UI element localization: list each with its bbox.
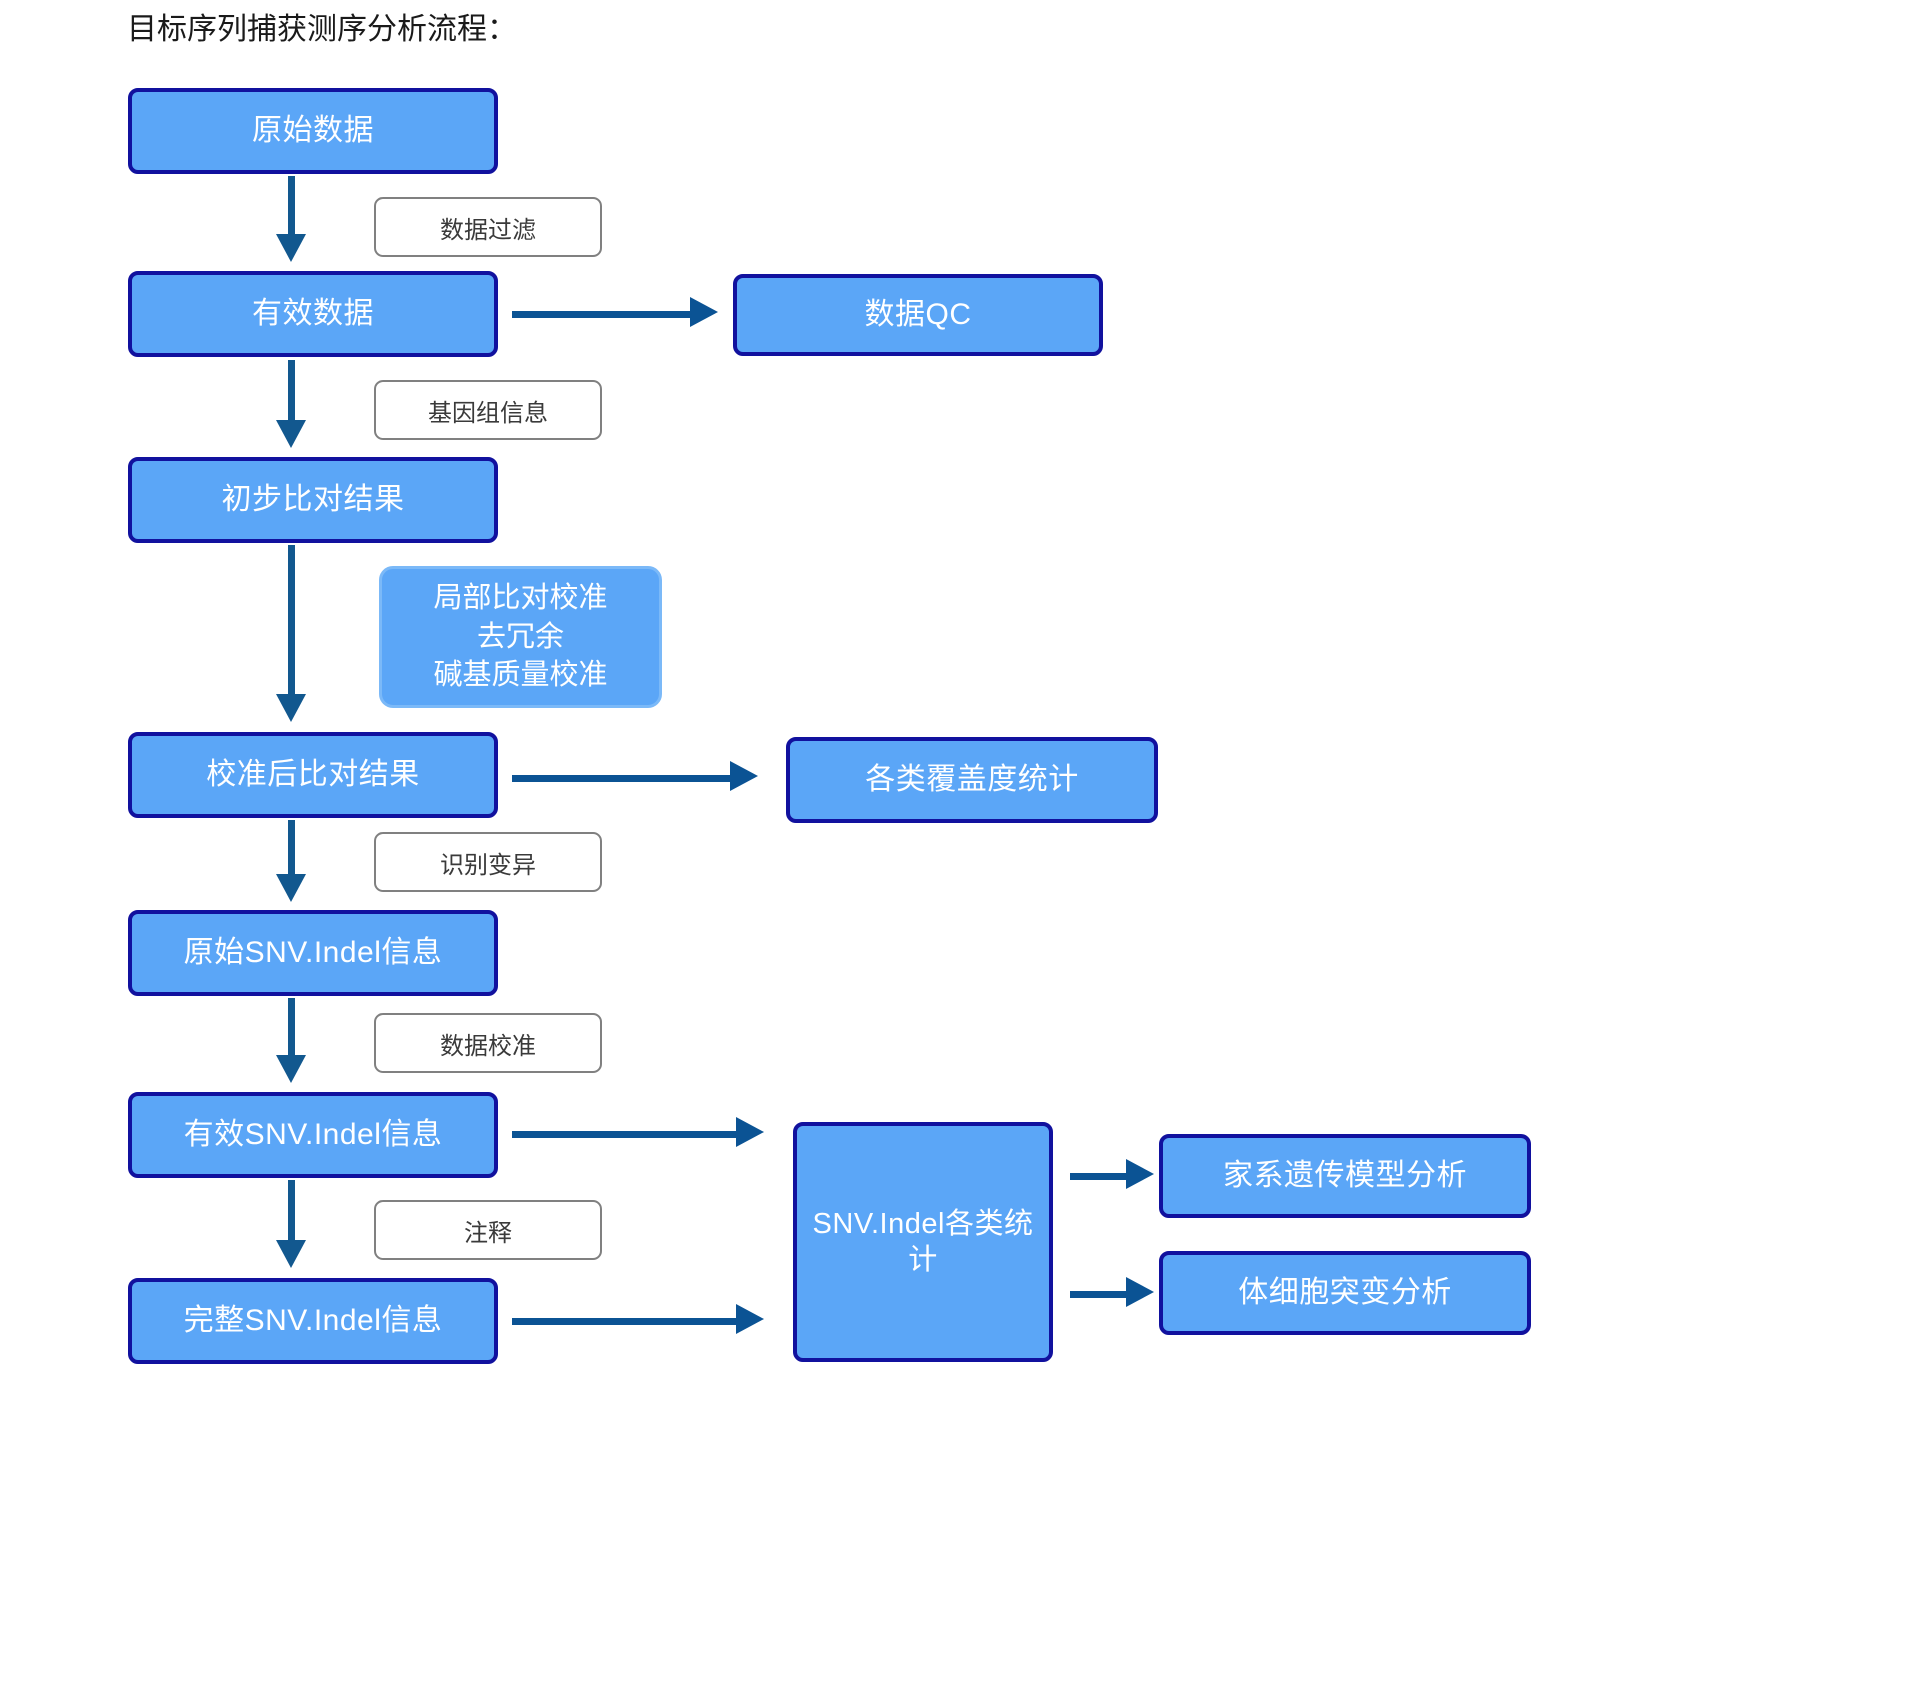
connector-rawsnv-to-validsnv-line [288,998,295,1058]
connector-raw-to-valid-line [288,176,295,236]
connector-raw-to-valid-arrow [276,234,306,262]
node-raw-snv-indel[interactable]: 原始SNV.Indel信息 [128,910,498,996]
node-initial-alignment[interactable]: 初步比对结果 [128,457,498,543]
node-raw-data[interactable]: 原始数据 [128,88,498,174]
connector-stats-to-somatic-arrow [1126,1277,1154,1307]
node-coverage-stats[interactable]: 各类覆盖度统计 [786,737,1158,823]
connector-valid-to-qc-arrow [690,297,718,327]
page-title: 目标序列捕获测序分析流程： [127,13,517,46]
connector-initial-to-calibrated-line [288,545,295,697]
edge-label-annotation: 注释 [374,1200,602,1260]
connector-initial-to-calibrated-arrow [276,694,306,722]
node-valid-snv-indel[interactable]: 有效SNV.Indel信息 [128,1092,498,1178]
calibration-note-line-3: 碱基质量校准 [433,659,608,692]
connector-rawsnv-to-validsnv-arrow [276,1055,306,1083]
connector-stats-to-somatic-line [1070,1291,1128,1298]
connector-stats-to-pedigree-arrow [1126,1159,1154,1189]
connector-calibrated-to-rawsnv-line [288,820,295,878]
connector-completesnv-to-stats-line [512,1318,738,1325]
calibration-note-line-2: 去冗余 [476,620,564,653]
node-data-qc[interactable]: 数据QC [733,274,1103,356]
node-snv-indel-stats[interactable]: SNV.Indel各类统计 [793,1122,1053,1362]
node-somatic-analysis[interactable]: 体细胞突变分析 [1159,1251,1531,1335]
node-calibrated-alignment[interactable]: 校准后比对结果 [128,732,498,818]
node-pedigree-analysis[interactable]: 家系遗传模型分析 [1159,1134,1531,1218]
connector-validsnv-to-stats-arrow [736,1117,764,1147]
connector-calibrated-to-coverage-line [512,775,732,782]
edge-label-genome-info: 基因组信息 [374,380,602,440]
calibration-note-line-1: 局部比对校准 [433,582,608,615]
connector-validsnv-to-completesnv-arrow [276,1240,306,1268]
edge-label-variant-calling: 识别变异 [374,832,602,892]
edge-label-data-calibration: 数据校准 [374,1013,602,1073]
connector-validsnv-to-stats-line [512,1131,738,1138]
node-complete-snv-indel[interactable]: 完整SNV.Indel信息 [128,1278,498,1364]
connector-valid-to-qc-line [512,311,692,318]
node-calibration-note: 局部比对校准 去冗余 碱基质量校准 [379,566,662,708]
connector-valid-to-initial-arrow [276,420,306,448]
edge-label-data-filter: 数据过滤 [374,197,602,257]
connector-calibrated-to-rawsnv-arrow [276,874,306,902]
connector-completesnv-to-stats-arrow [736,1304,764,1334]
connector-validsnv-to-completesnv-line [288,1180,295,1242]
node-valid-data[interactable]: 有效数据 [128,271,498,357]
connector-calibrated-to-coverage-arrow [730,761,758,791]
connector-valid-to-initial-line [288,360,295,422]
connector-stats-to-pedigree-line [1070,1173,1128,1180]
